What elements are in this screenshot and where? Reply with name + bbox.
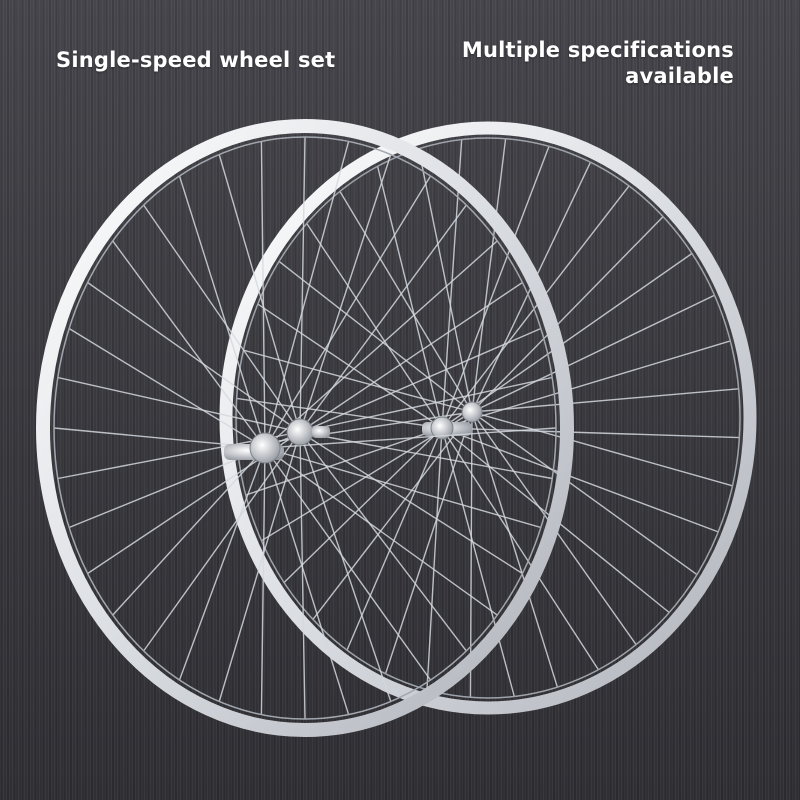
front-wheel-rim-inner-edge: [53, 136, 557, 720]
front-wheel-hub: [224, 418, 330, 464]
spoke: [264, 141, 350, 449]
spoke: [260, 447, 266, 715]
spoke: [68, 447, 266, 529]
spoke: [218, 431, 301, 702]
spoke: [264, 427, 557, 449]
spoke: [299, 154, 392, 433]
spoke: [299, 431, 553, 480]
spoke: [260, 141, 266, 449]
spoke: [471, 411, 698, 576]
spoke: [112, 447, 266, 616]
front-wheel: [36, 119, 574, 737]
spoke: [441, 427, 515, 697]
spoke: [441, 427, 719, 533]
spoke: [143, 204, 301, 433]
spoke: [441, 427, 740, 439]
spoke: [264, 447, 542, 529]
caption-specifications-line2: available: [625, 64, 734, 88]
spoke: [299, 281, 523, 433]
spoke: [471, 388, 739, 413]
spoke: [346, 427, 443, 651]
spoke: [178, 175, 266, 449]
spoke: [471, 138, 507, 413]
spoke: [57, 376, 301, 433]
spoke: [143, 431, 301, 652]
front-wheel-spokes: [53, 136, 557, 720]
spoke: [376, 166, 443, 429]
spoke: [264, 447, 432, 681]
spoke: [441, 146, 550, 429]
spoke: [68, 327, 266, 449]
caption-specifications-line1: Multiple specifications: [461, 38, 734, 62]
spoke: [299, 431, 392, 702]
spoke: [299, 431, 306, 720]
caption-specifications: Multiple specifications available: [394, 37, 734, 89]
rear-wheel-spokes: [236, 138, 740, 698]
spoke: [469, 411, 473, 698]
spoke: [243, 349, 473, 413]
spoke: [339, 191, 473, 413]
spoke: [264, 175, 432, 449]
spoke: [306, 223, 443, 429]
spoke: [264, 240, 498, 449]
spoke: [278, 260, 473, 413]
spoke: [441, 185, 630, 429]
spoke: [283, 427, 443, 584]
spoke: [299, 376, 553, 433]
spoke: [417, 148, 473, 413]
spoke: [112, 240, 266, 449]
rear-wheel-hub: [422, 401, 483, 440]
spoke: [426, 427, 443, 690]
spoke: [299, 204, 467, 433]
spoke: [264, 447, 498, 616]
spoke: [441, 252, 693, 429]
spoke: [218, 154, 301, 433]
spoke: [236, 397, 443, 429]
spoke: [441, 427, 599, 671]
spoke: [299, 431, 523, 575]
spoke: [471, 411, 733, 487]
spoke: [471, 411, 559, 688]
rear-wheel: [219, 121, 757, 715]
spoke: [299, 431, 467, 652]
front-wheel-rim: [36, 119, 574, 737]
spoke: [264, 447, 350, 715]
spoke: [257, 303, 443, 429]
spoke: [312, 411, 473, 620]
spoke: [441, 340, 731, 429]
spoke: [471, 294, 715, 413]
spoke: [299, 136, 306, 433]
caption-wheel-set: Single-speed wheel set: [56, 48, 336, 72]
spoke: [178, 447, 266, 681]
spoke: [471, 216, 664, 413]
spoke: [384, 411, 473, 675]
spoke: [245, 427, 443, 496]
rear-wheel-rim: [219, 121, 757, 715]
